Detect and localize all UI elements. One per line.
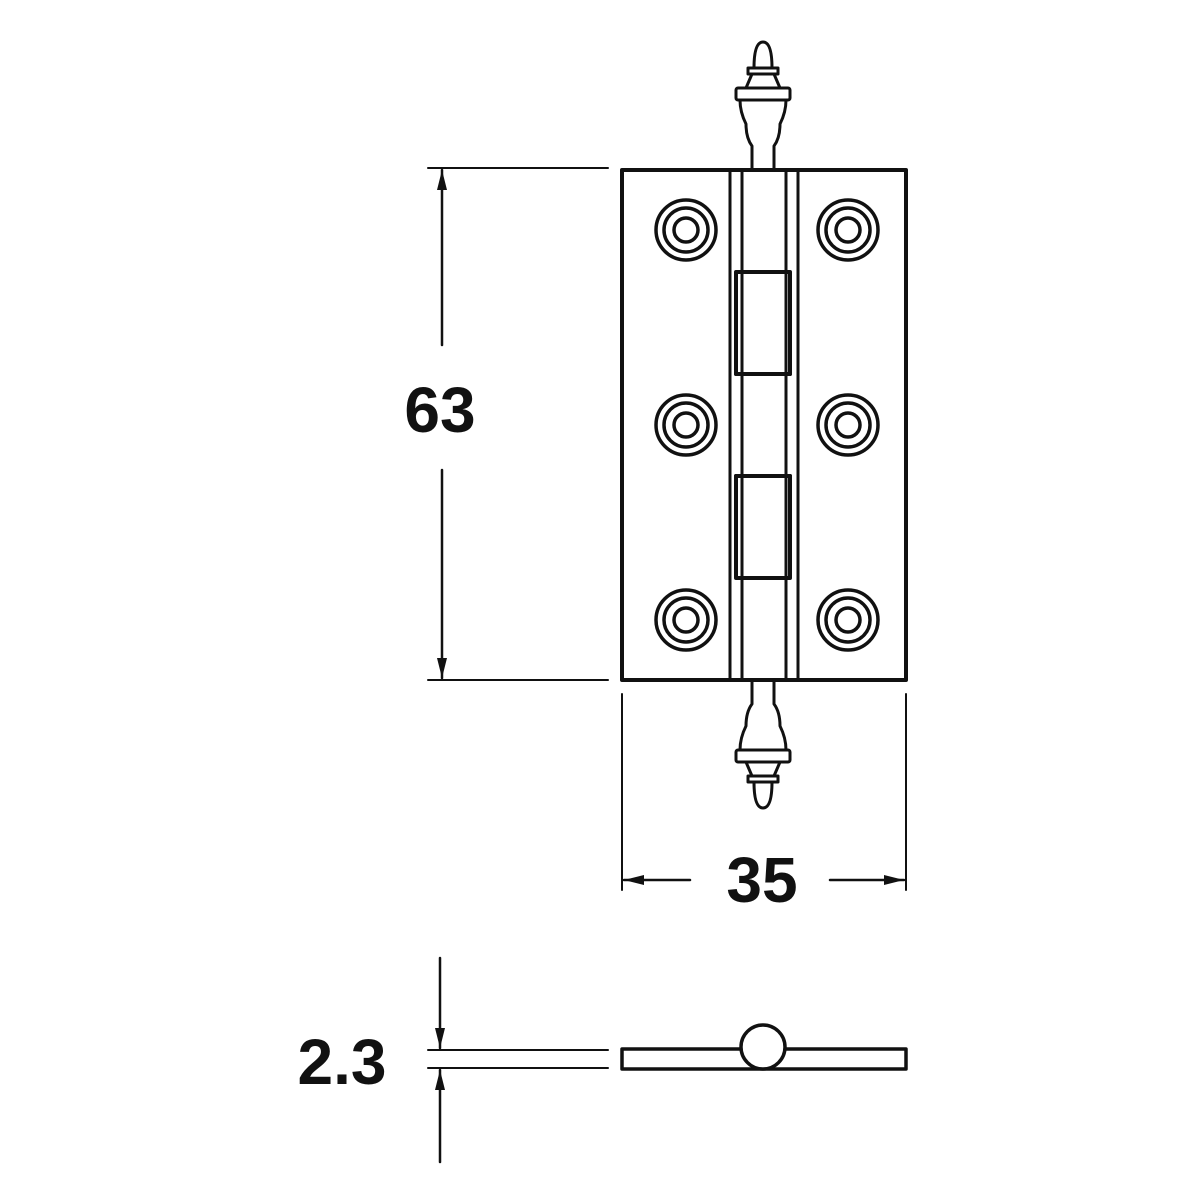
width-dimension: 35 (621, 693, 907, 916)
screw-hole-left-bottom (654, 588, 718, 652)
height-dimension: 63 (404, 167, 609, 681)
bottom-finial (734, 678, 792, 810)
width-dimension-label: 35 (726, 844, 797, 916)
hinge-knuckle (734, 168, 792, 682)
screw-hole-left-top (654, 198, 718, 262)
screw-hole-left-middle (654, 393, 718, 457)
side-view-knuckle (739, 1023, 787, 1071)
hinge-front-view (620, 40, 908, 810)
screw-hole-right-top (816, 198, 880, 262)
screw-hole-right-bottom (816, 588, 880, 652)
top-finial (734, 40, 792, 172)
screw-hole-right-middle (816, 393, 880, 457)
hinge-plate-outline (620, 168, 908, 682)
thickness-dimension-label: 2.3 (298, 1026, 387, 1098)
thickness-dimension: 2.3 (298, 956, 609, 1164)
hinge-side-view (620, 1023, 908, 1071)
height-dimension-label: 63 (404, 374, 475, 446)
screw-holes (654, 198, 880, 652)
